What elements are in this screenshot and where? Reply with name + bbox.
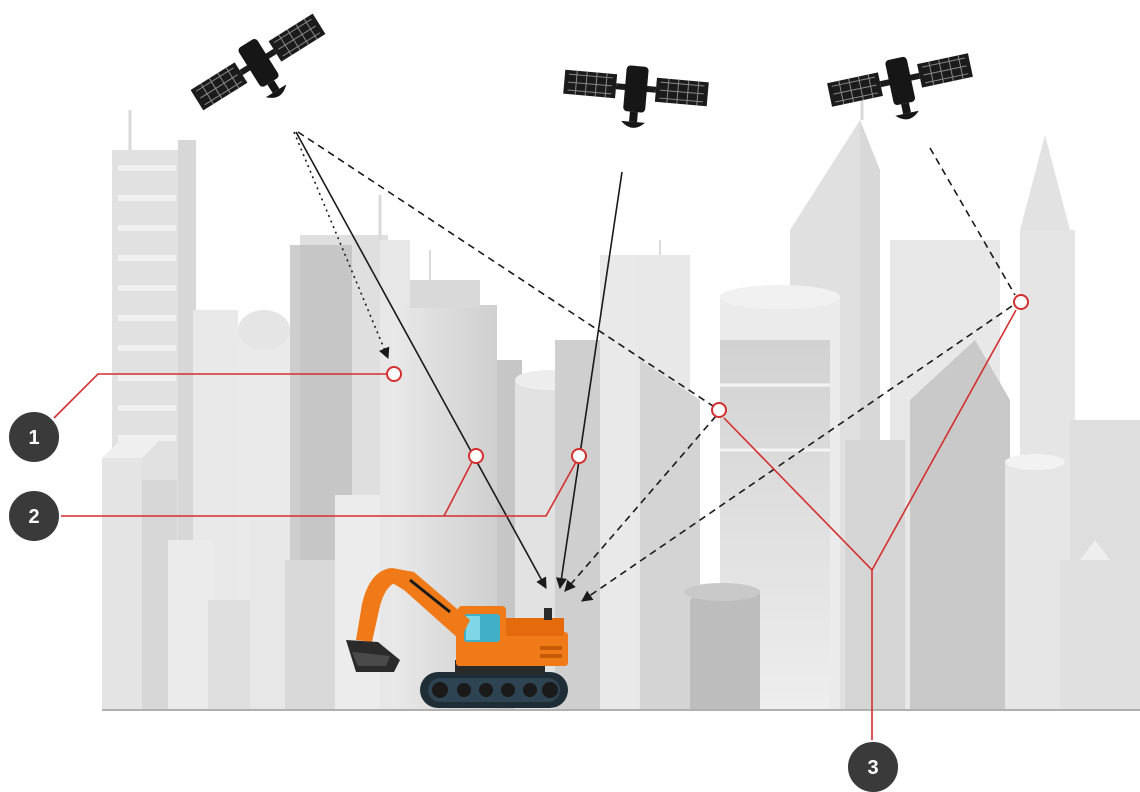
skyline-front-layer	[102, 440, 1140, 710]
signal-paths	[293, 131, 1016, 602]
satellite-icon	[563, 65, 709, 128]
callout-badge-label: 2	[28, 506, 39, 528]
reflection-point-marker	[1013, 294, 1029, 310]
reflected-signal-path	[929, 147, 1016, 296]
callout-line-1	[53, 373, 388, 419]
direct-signal-path	[555, 171, 623, 590]
city-skyline	[102, 95, 1140, 711]
callout-badge-label: 3	[867, 757, 878, 779]
callout-badge-2: 2	[7, 489, 61, 543]
reflected-signal-path	[564, 415, 717, 592]
reflection-point-marker	[711, 402, 727, 418]
satellite-icon	[190, 13, 326, 111]
satellite-icon	[827, 53, 973, 120]
callout-badge-3: 3	[846, 740, 900, 792]
callout-lines	[53, 309, 1017, 748]
direct-signal-path	[295, 131, 547, 589]
callout-line-2	[444, 461, 577, 517]
skyline-windows	[118, 165, 176, 441]
reflected-signal-path	[297, 131, 714, 407]
obstruction-point-marker	[386, 366, 402, 382]
signal-pass-marker	[571, 448, 587, 464]
excavator-icon	[346, 568, 568, 708]
callout-badge-label: 1	[28, 427, 39, 449]
signal-pass-marker	[468, 448, 484, 464]
callout-badge-1: 1	[7, 410, 61, 464]
callout-markers	[386, 294, 1029, 464]
callout-line-3	[871, 309, 1017, 571]
reflected-signal-path	[581, 305, 1013, 602]
